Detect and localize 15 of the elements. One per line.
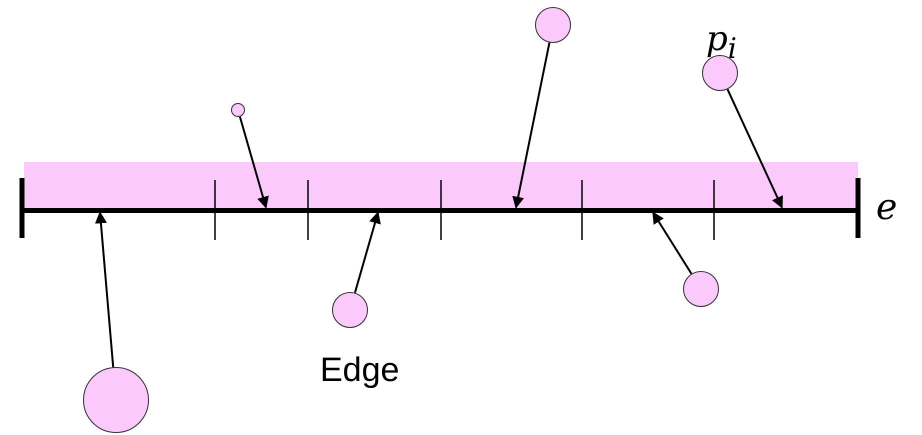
- edge-segment: [22, 208, 215, 212]
- caption-text: Edge: [320, 353, 400, 387]
- arrow: [238, 116, 269, 209]
- arrow: [512, 42, 550, 209]
- arrow: [94, 211, 114, 368]
- arrow: [726, 88, 783, 209]
- edge-segment: [714, 208, 858, 212]
- math-label: e: [876, 190, 898, 226]
- point-circle: [683, 271, 719, 307]
- point-circle: [332, 292, 368, 328]
- point-circle: [535, 7, 571, 43]
- arrow: [652, 211, 692, 274]
- math-label: p$_{i}$: [706, 22, 737, 64]
- point-circle: [231, 103, 245, 117]
- arrow: [354, 211, 381, 293]
